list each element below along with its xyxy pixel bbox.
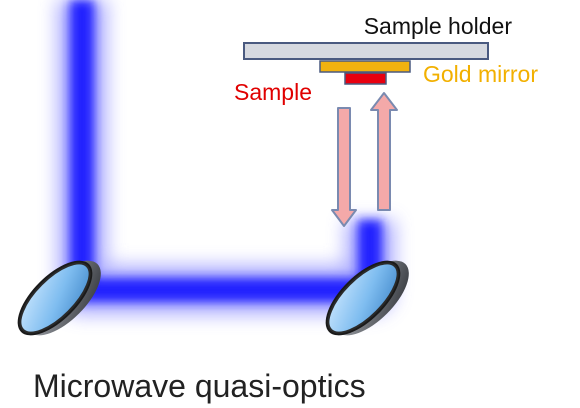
right-mirror-icon [325,260,409,336]
caption: Microwave quasi-optics [33,368,366,404]
sample-holder-label: Sample holder [364,13,513,39]
sample-holder [243,42,489,60]
down-arrow-icon [331,107,357,227]
left-mirror-icon [17,260,101,336]
gold-mirror [319,60,411,73]
up-arrow-icon [370,92,398,211]
sample [344,72,387,85]
sample-label: Sample [234,79,312,105]
gold-mirror-label: Gold mirror [423,61,538,87]
microwave-beam [57,0,395,315]
